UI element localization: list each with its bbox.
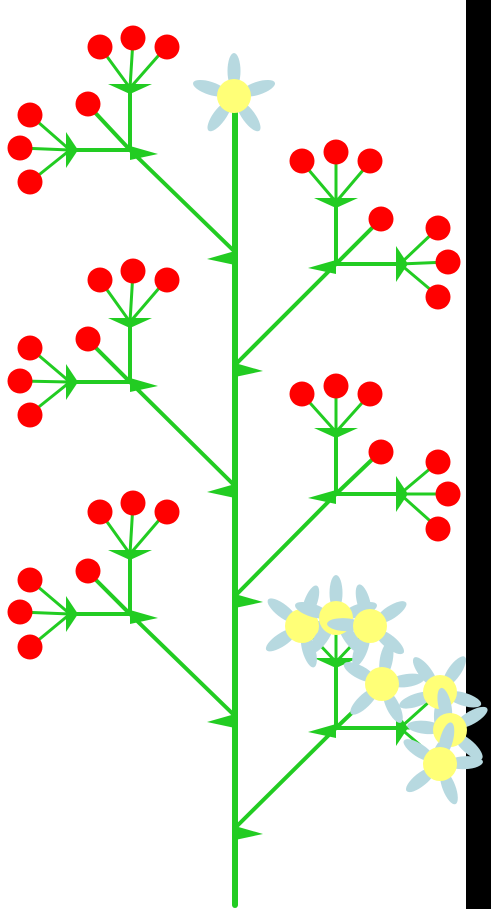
bud-icon: [8, 136, 33, 161]
bud-icon: [18, 103, 43, 128]
bud-icon: [426, 450, 451, 475]
bud-icon: [18, 403, 43, 428]
bud-icon: [76, 92, 101, 117]
bud-icon: [358, 382, 383, 407]
bud-icon: [76, 327, 101, 352]
bud-icon: [436, 482, 461, 507]
bud-icon: [88, 35, 113, 60]
bud-icon: [88, 500, 113, 525]
bud-icon: [290, 382, 315, 407]
flower-center: [365, 667, 399, 701]
bud-icon: [121, 259, 146, 284]
bud-icon: [121, 491, 146, 516]
bud-icon: [18, 336, 43, 361]
bud-icon: [426, 285, 451, 310]
bud-icon: [76, 559, 101, 584]
bud-icon: [18, 568, 43, 593]
bud-icon: [369, 207, 394, 232]
bud-icon: [369, 440, 394, 465]
flower-center: [217, 79, 251, 113]
bud-icon: [358, 149, 383, 174]
bud-icon: [426, 517, 451, 542]
bud-icon: [8, 369, 33, 394]
bud-icon: [324, 374, 349, 399]
bud-icon: [436, 250, 461, 275]
bud-icon: [426, 216, 451, 241]
bud-icon: [121, 26, 146, 51]
flower-center: [353, 609, 387, 643]
bud-icon: [155, 35, 180, 60]
bud-icon: [155, 500, 180, 525]
bud-icon: [155, 268, 180, 293]
bud-icon: [8, 600, 33, 625]
flower-center: [423, 747, 457, 781]
bud-icon: [290, 149, 315, 174]
bud-icon: [18, 170, 43, 195]
bud-icon: [18, 635, 43, 660]
bud-icon: [88, 268, 113, 293]
bud-icon: [324, 140, 349, 165]
